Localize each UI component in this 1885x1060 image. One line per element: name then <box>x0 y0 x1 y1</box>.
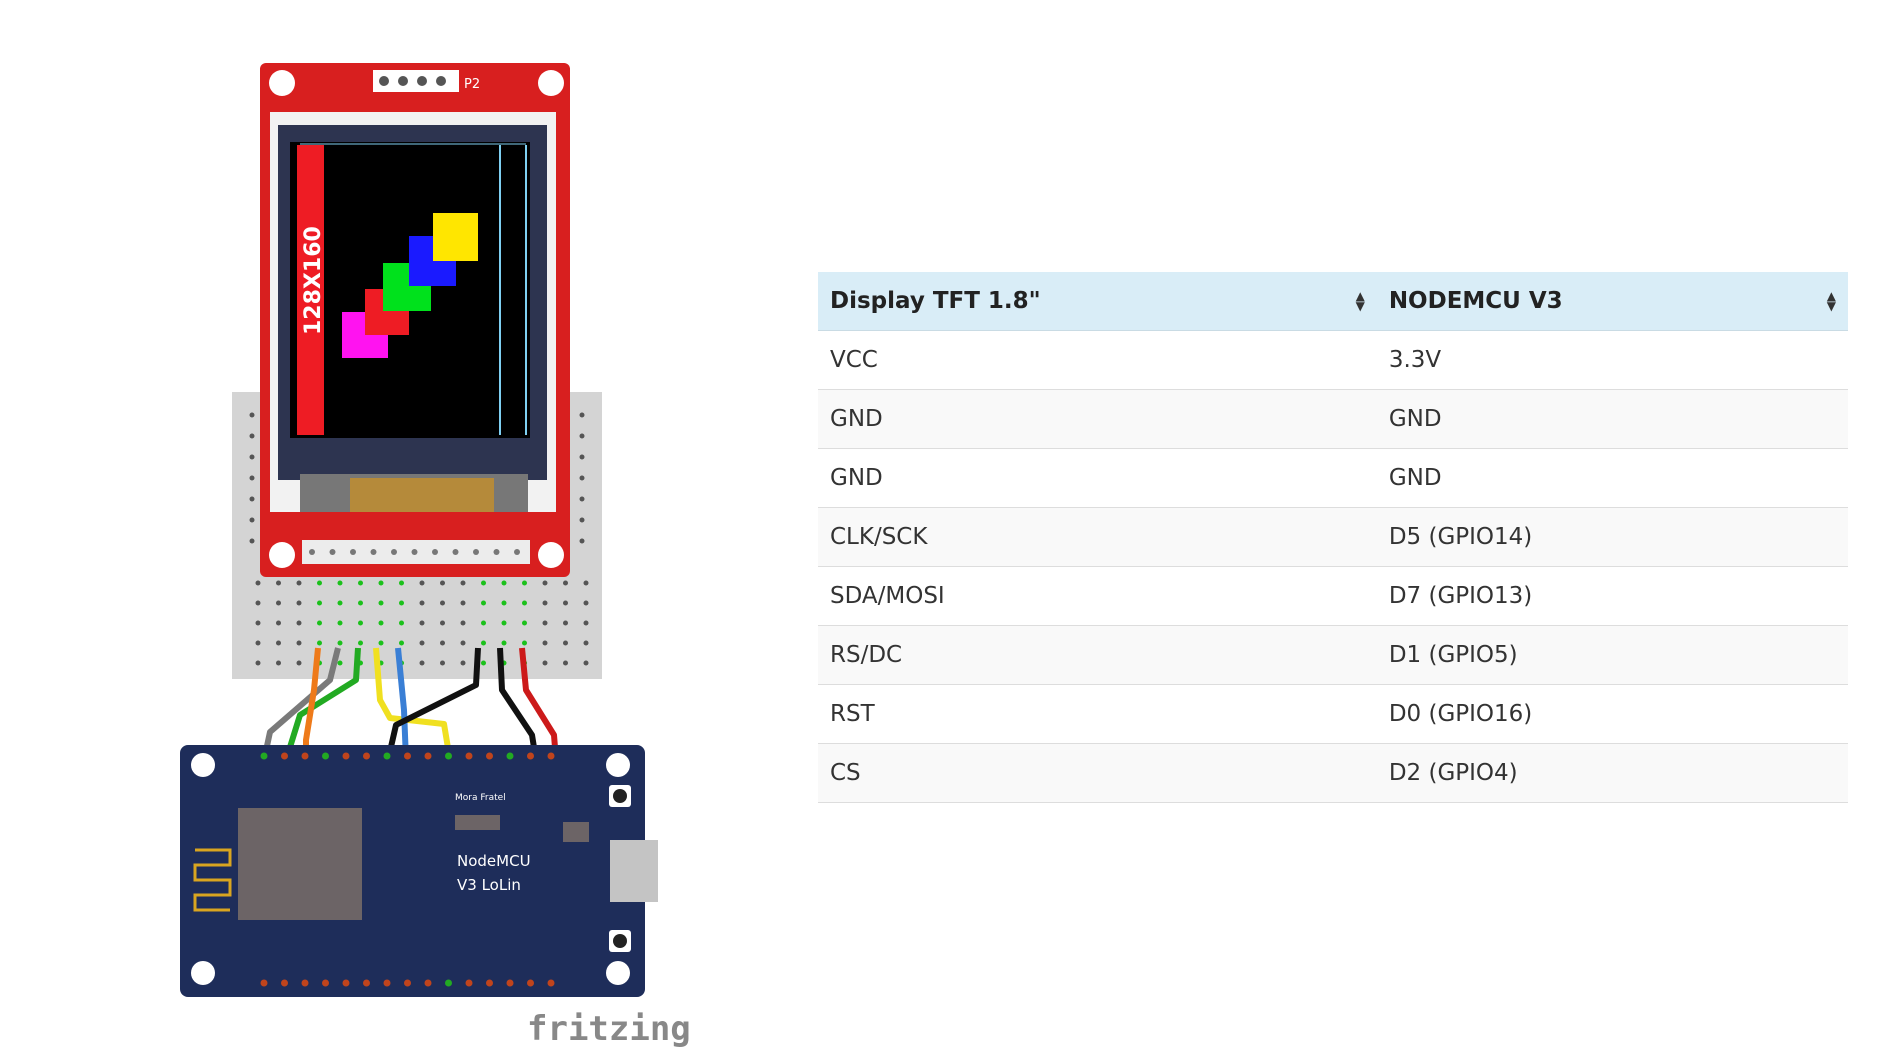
wiring-diagram: P2 128X160 <box>180 63 691 1049</box>
fritzing-watermark: fritzing <box>527 1009 691 1049</box>
wire-green-1 <box>283 647 361 761</box>
wire-black-1 <box>385 647 481 761</box>
nodemcu-pin-cell: GND <box>1376 448 1848 508</box>
wire-blue <box>395 647 409 761</box>
display-resolution-label: 128X160 <box>301 226 326 335</box>
display-pin-cell: CS <box>818 743 1377 803</box>
display-pin-cell: GND <box>818 448 1377 508</box>
board-credit: Mora Fratel <box>455 793 506 803</box>
sort-icon[interactable]: ▲▼ <box>1355 289 1365 313</box>
column-header-nodemcu[interactable]: NODEMCU V3▲▼ <box>1376 272 1848 331</box>
display-pin-cell: SDA/MOSI <box>818 566 1377 626</box>
board-name-line2: V3 LoLin <box>457 876 521 894</box>
column-header-display[interactable]: Display TFT 1.8"▲▼ <box>818 272 1377 331</box>
header-label: P2 <box>464 77 480 92</box>
display-pin-cell: RS/DC <box>818 625 1377 685</box>
nodemcu-pin-cell: D2 (GPIO4) <box>1376 743 1848 803</box>
nodemcu-pin-cell: D7 (GPIO13) <box>1376 566 1848 626</box>
display-pin-cell: GND <box>818 389 1377 449</box>
tft-display-module: P2 128X160 <box>260 63 570 577</box>
display-pin-cell: VCC <box>818 330 1377 390</box>
nodemcu-pin-cell: GND <box>1376 389 1848 449</box>
nodemcu-board: Mora Fratel NodeMCU V3 LoLin <box>180 745 658 997</box>
nodemcu-pin-cell: D1 (GPIO5) <box>1376 625 1848 685</box>
nodemcu-pin-cell: D0 (GPIO16) <box>1376 684 1848 744</box>
nodemcu-pin-cell: 3.3V <box>1376 330 1848 390</box>
display-pin-cell: CLK/SCK <box>818 507 1377 567</box>
table-header-row: Display TFT 1.8"▲▼ NODEMCU V3▲▼ <box>818 272 1848 331</box>
nodemcu-pin-cell: D5 (GPIO14) <box>1376 507 1848 567</box>
yellow-square <box>433 213 478 261</box>
sort-icon[interactable]: ▲▼ <box>1826 289 1836 313</box>
board-name-line1: NodeMCU <box>457 852 531 870</box>
wire-yellow <box>373 647 453 761</box>
display-pin-cell: RST <box>818 684 1377 744</box>
